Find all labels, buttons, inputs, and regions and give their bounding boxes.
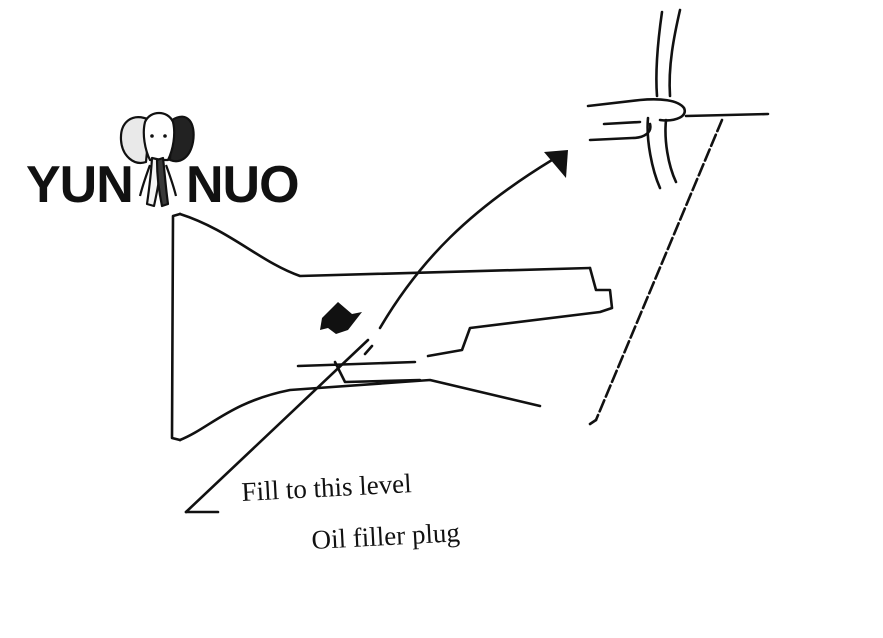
brand-logo: YUN NUO: [26, 111, 300, 214]
filler-plug-marker: [320, 302, 362, 334]
elephant-icon: [119, 111, 195, 208]
logo-text-left: YUN: [26, 156, 133, 214]
transmission-housing: [170, 212, 614, 442]
fill-level-pointer: [184, 158, 554, 514]
filler-plug-label: Oil filler plug: [311, 517, 461, 555]
fill-level-label: Fill to this level: [241, 468, 413, 507]
hand-icon: [586, 8, 770, 426]
logo-text-right: NUO: [186, 156, 299, 214]
arrow-head: [544, 150, 568, 178]
